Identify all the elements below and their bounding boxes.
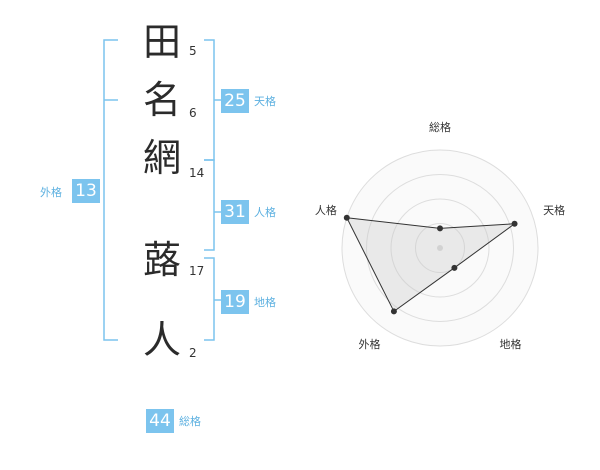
gaikaku-label: 外格	[40, 186, 62, 199]
stroke-count-2: 6	[189, 106, 197, 120]
name-char-3: 網	[142, 136, 181, 180]
radar-axis-label: 外格	[358, 338, 381, 352]
radar-axis-label: 天格	[543, 203, 566, 217]
name-char-2: 名	[142, 78, 181, 122]
radar-ring	[366, 174, 514, 322]
chikaku-value: 19	[221, 290, 249, 314]
stroke-count-3: 14	[189, 166, 205, 180]
chikaku-bracket	[204, 257, 215, 341]
soukaku-value: 44	[146, 409, 174, 433]
radar-point	[437, 225, 443, 232]
radar-point	[451, 264, 458, 271]
radar-center-dot	[437, 245, 443, 251]
chikaku-label: 地格	[254, 296, 276, 309]
radar-ring	[390, 198, 490, 298]
radar-point	[343, 214, 350, 221]
name-char-5: 人	[142, 318, 181, 362]
gaikaku-bracket	[103, 39, 118, 341]
tenkaku-label: 天格	[254, 95, 276, 108]
radar-ring	[415, 223, 465, 273]
radar-axis-label: 地格	[499, 338, 522, 352]
stroke-count-1: 5	[189, 44, 197, 58]
stroke-count-4: 17	[189, 264, 205, 278]
radar-axis-label: 総格	[429, 121, 451, 134]
jinkaku-label: 人格	[254, 206, 276, 219]
radar-area	[345, 217, 517, 313]
name-char-4: 蕗	[142, 238, 181, 282]
soukaku-label: 総格	[179, 415, 201, 428]
tenkaku-value: 25	[221, 89, 249, 113]
jinkaku-value: 31	[221, 200, 249, 224]
radar-point	[511, 220, 518, 227]
jinkaku-bracket	[204, 159, 215, 251]
name-char-1: 田	[142, 20, 181, 64]
stroke-count-5: 2	[189, 346, 197, 360]
gaikaku-value: 13	[72, 179, 100, 203]
radar-point	[390, 308, 397, 315]
radar-axis-label: 人格	[314, 203, 337, 217]
